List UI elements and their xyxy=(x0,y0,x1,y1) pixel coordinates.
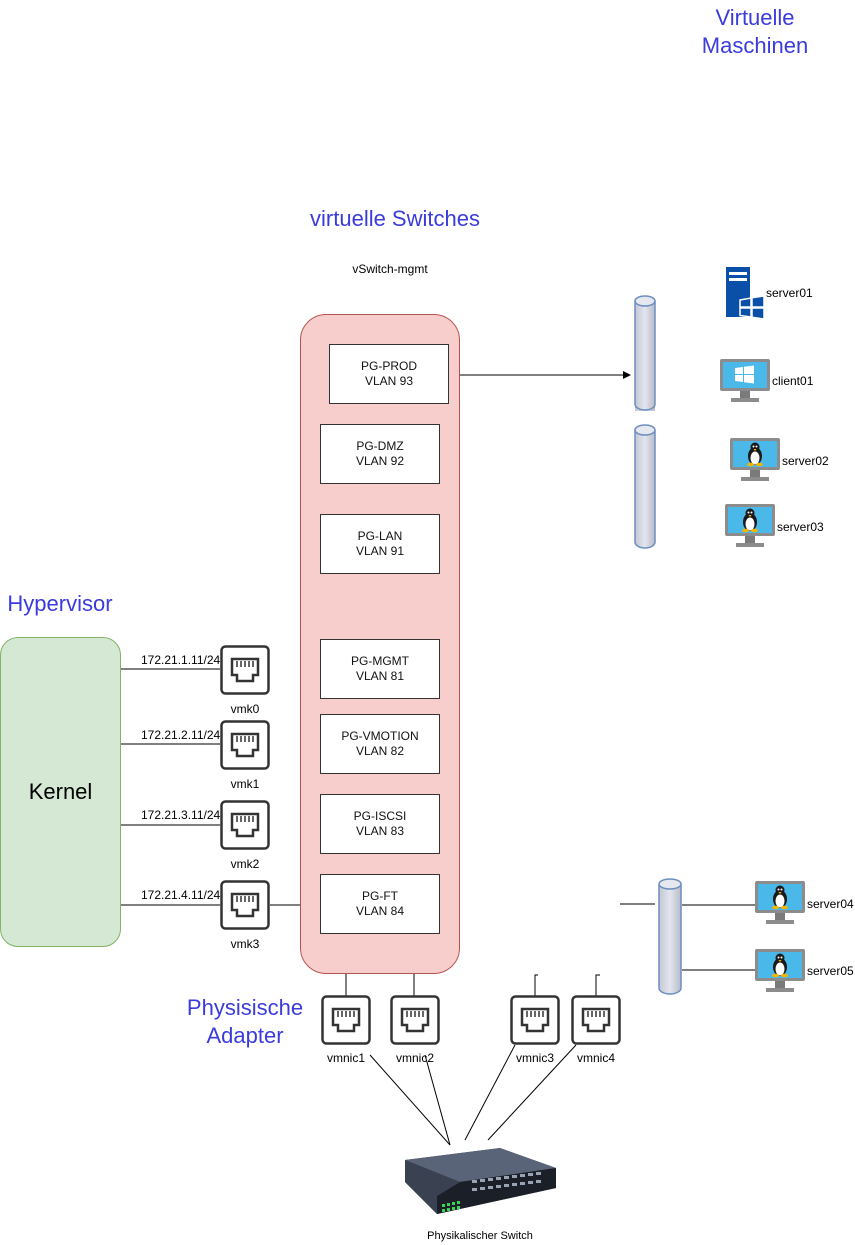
linux-desktop-icon[interactable] xyxy=(754,880,806,926)
portgroup-name: PG-FT xyxy=(362,889,398,903)
portgroup-pg-dmz[interactable]: PG-DMZ VLAN 92 xyxy=(320,424,440,484)
ethernet-port-icon[interactable] xyxy=(321,995,371,1045)
linux-desktop-icon[interactable] xyxy=(729,437,781,483)
portgroup-pg-lan[interactable]: PG-LAN VLAN 91 xyxy=(320,514,440,574)
portgroup-vlan: VLAN 83 xyxy=(355,824,405,838)
portgroup-name: PG-PROD xyxy=(360,359,417,373)
vmk0-ip: 172.21.1.11/24 xyxy=(141,653,221,667)
vmnic3-uplink xyxy=(534,974,538,996)
portgroup-pg-vmotion[interactable]: PG-VMOTION VLAN 82 xyxy=(320,714,440,774)
physical-switch-label: Physikalischer Switch xyxy=(427,1230,533,1242)
heading-physical-adapters: Physisische Adapter xyxy=(186,995,304,1048)
portgroup-vlan: VLAN 92 xyxy=(355,454,405,468)
portgroup-name: PG-ISCSI xyxy=(353,809,407,823)
ethernet-port-icon[interactable] xyxy=(220,880,270,930)
vmk1-label: vmk1 xyxy=(230,777,260,791)
vm-bus-top xyxy=(634,295,656,411)
vmk2-ip: 172.21.3.11/24 xyxy=(141,808,221,822)
vmk1-ip: 172.21.2.11/24 xyxy=(141,728,221,742)
vswitch-name: vSwitch-mgmt xyxy=(352,262,428,276)
vm-label-server01: server01 xyxy=(766,286,813,300)
kernel-label: Kernel xyxy=(28,779,93,804)
vm-label-server04: server04 xyxy=(807,897,854,911)
portgroup-vlan: VLAN 81 xyxy=(355,669,405,683)
kernel-box[interactable]: Kernel xyxy=(0,637,121,947)
vmk3-ip: 172.21.4.11/24 xyxy=(141,888,221,902)
vmnic2-label: vmnic2 xyxy=(395,1051,434,1065)
portgroup-pg-ft[interactable]: PG-FT VLAN 84 xyxy=(320,874,440,934)
portgroup-name: PG-DMZ xyxy=(356,439,404,453)
portgroup-name: PG-VMOTION xyxy=(341,729,419,743)
vm-label-client01: client01 xyxy=(772,374,814,388)
vmk2-label: vmk2 xyxy=(230,857,260,871)
vmnic4-label: vmnic4 xyxy=(576,1051,615,1065)
physical-switch-icon xyxy=(405,1148,556,1214)
vm-label-server05: server05 xyxy=(807,964,854,978)
vm-bus-bottom xyxy=(658,878,682,995)
vmnic2-switch-link xyxy=(424,1054,451,1146)
portgroup-pg-prod[interactable]: PG-PROD VLAN 93 xyxy=(329,344,449,404)
heading-hypervisor: Hypervisor xyxy=(7,591,113,616)
ethernet-port-icon[interactable] xyxy=(571,995,621,1045)
ethernet-port-icon[interactable] xyxy=(220,800,270,850)
portgroup-vlan: VLAN 84 xyxy=(355,904,405,918)
vm-label-server03: server03 xyxy=(777,520,824,534)
vm-label-server02: server02 xyxy=(782,454,829,468)
ethernet-port-icon[interactable] xyxy=(510,995,560,1045)
portgroup-vlan: VLAN 91 xyxy=(355,544,405,558)
ethernet-port-icon[interactable] xyxy=(390,995,440,1045)
vmnic4-uplink xyxy=(595,974,600,996)
portgroup-name: PG-LAN xyxy=(357,529,403,543)
vmnic1-label: vmnic1 xyxy=(326,1051,365,1065)
windows-desktop-icon[interactable] xyxy=(719,358,771,404)
vmnic3-label: vmnic3 xyxy=(515,1051,554,1065)
linux-desktop-icon[interactable] xyxy=(724,503,776,549)
heading-virtual-machines: Virtuelle Maschinen xyxy=(701,5,809,58)
vmnic3-switch-link xyxy=(464,1044,516,1141)
portgroup-vlan: VLAN 93 xyxy=(364,374,414,388)
vmnic4-switch-link xyxy=(487,1044,577,1141)
portgroup-vlan: VLAN 82 xyxy=(355,744,405,758)
ethernet-port-icon[interactable] xyxy=(220,720,270,770)
vm-bus-middle xyxy=(634,424,656,549)
windows-server-icon[interactable] xyxy=(724,266,766,320)
portgroup-pg-mgmt[interactable]: PG-MGMT VLAN 81 xyxy=(320,639,440,699)
heading-virtual-switches: virtuelle Switches xyxy=(310,206,480,231)
linux-desktop-icon[interactable] xyxy=(754,948,806,994)
portgroup-pg-iscsi[interactable]: PG-ISCSI VLAN 83 xyxy=(320,794,440,854)
vmk3-label: vmk3 xyxy=(230,937,260,951)
portgroup-name: PG-MGMT xyxy=(351,654,409,668)
vmnic1-switch-link xyxy=(369,1054,451,1146)
ethernet-port-icon[interactable] xyxy=(220,645,270,695)
vmk0-label: vmk0 xyxy=(230,702,260,716)
